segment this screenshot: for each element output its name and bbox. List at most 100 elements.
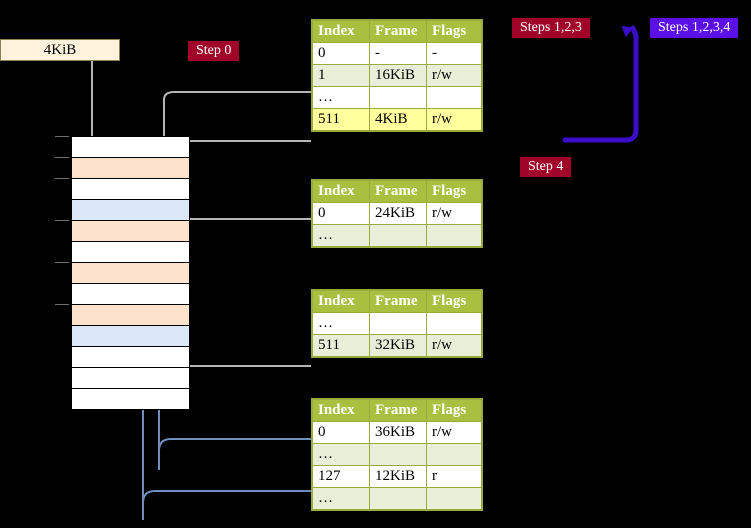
table-cell-flags — [426, 312, 482, 335]
table-row: 511 4KiB r/w — [312, 108, 482, 131]
table-cell-flags: r/w — [426, 334, 482, 357]
wire-pt4-127-to-blue-lane — [142, 490, 311, 520]
memory-frame — [71, 283, 190, 305]
table-row: … — [312, 86, 482, 109]
table-cell-index: … — [312, 312, 370, 335]
memory-frame — [71, 220, 190, 242]
column-header-flags: Flags — [426, 180, 482, 203]
table-cell-flags — [426, 86, 482, 109]
highlighted-value: r/w — [432, 111, 452, 127]
table-cell-flags: r/w — [426, 421, 482, 444]
table-cell-flags: - — [426, 42, 482, 65]
physical-memory-column — [55, 136, 190, 410]
table-cell-flags: r — [426, 465, 482, 488]
highlighted-value: 4KiB — [375, 111, 408, 127]
memory-frame — [71, 241, 190, 263]
memory-frame — [71, 304, 190, 326]
table-cell-flags: r/w — [426, 202, 482, 225]
table-row: … — [312, 312, 482, 335]
memory-frame — [71, 157, 190, 179]
table-cell-index: … — [312, 224, 370, 247]
table-cell-frame: - — [369, 42, 427, 65]
memory-frame — [71, 178, 190, 200]
table-cell-index: 511 — [312, 108, 370, 131]
table-cell-flags — [426, 443, 482, 466]
memory-frame — [71, 367, 190, 389]
table-cell-flags — [426, 487, 482, 510]
table-row: 0-- — [312, 42, 482, 65]
table-cell-frame — [369, 443, 427, 466]
memory-frame — [71, 262, 190, 284]
table-cell-frame — [369, 86, 427, 109]
table-cell-index: 0 — [312, 42, 370, 65]
page-size-label: 4KiB — [43, 41, 77, 58]
column-header-flags: Flags — [426, 20, 482, 43]
table-row: … — [312, 443, 482, 466]
column-header-frame: Frame — [369, 180, 427, 203]
memory-frame-tick — [55, 136, 69, 137]
column-header-frame: Frame — [369, 290, 427, 313]
table-cell-index: 127 — [312, 465, 370, 488]
memory-frame-tick — [55, 157, 69, 158]
table-cell-frame: 16KiB — [369, 64, 427, 87]
table-row: … — [312, 487, 482, 510]
page-size-box: 4KiB — [0, 39, 120, 61]
column-header-flags: Flags — [426, 399, 482, 422]
memory-frame — [71, 346, 190, 368]
table-cell-frame: 24KiB — [369, 202, 427, 225]
table-cell-index: … — [312, 86, 370, 109]
table-cell-flags: r/w — [426, 64, 482, 87]
table-cell-index: 0 — [312, 421, 370, 444]
table-cell-frame — [369, 487, 427, 510]
highlighted-value: 511 — [318, 111, 340, 127]
memory-frame-tick — [55, 178, 69, 179]
column-header-frame: Frame — [369, 399, 427, 422]
table-cell-index: 511 — [312, 334, 370, 357]
table-cell-index: 1 — [312, 64, 370, 87]
table-cell-frame: 4KiB — [369, 108, 427, 131]
table-cell-flags — [426, 224, 482, 247]
memory-frame — [71, 388, 190, 410]
wire-violet-bracket — [562, 25, 639, 143]
column-header-index: Index — [312, 290, 370, 313]
badge-step-4: Step 4 — [520, 157, 572, 177]
column-header-index: Index — [312, 399, 370, 422]
memory-frame-tick — [55, 220, 69, 221]
memory-frame — [71, 136, 190, 158]
table-cell-frame: 12KiB — [369, 465, 427, 488]
column-header-index: Index — [312, 180, 370, 203]
table-cell-frame — [369, 224, 427, 247]
memory-frame-tick — [55, 304, 69, 305]
table-row: … — [312, 224, 482, 247]
wire-pt2-row0-to-frame6 — [176, 218, 311, 266]
badge-steps-1-2-3: Steps 1,2,3 — [512, 18, 590, 38]
table-cell-index: … — [312, 443, 370, 466]
table-cell-frame: 32KiB — [369, 334, 427, 357]
memory-frame — [71, 325, 190, 347]
table-cell-flags: r/w — [426, 108, 482, 131]
column-header-index: Index — [312, 20, 370, 43]
column-header-frame: Frame — [369, 20, 427, 43]
badge-step-0: Step 0 — [188, 41, 240, 61]
table-cell-frame — [369, 312, 427, 335]
badge-steps-1-2-3-4: Steps 1,2,3,4 — [650, 18, 739, 38]
memory-frame-tick — [55, 262, 69, 263]
